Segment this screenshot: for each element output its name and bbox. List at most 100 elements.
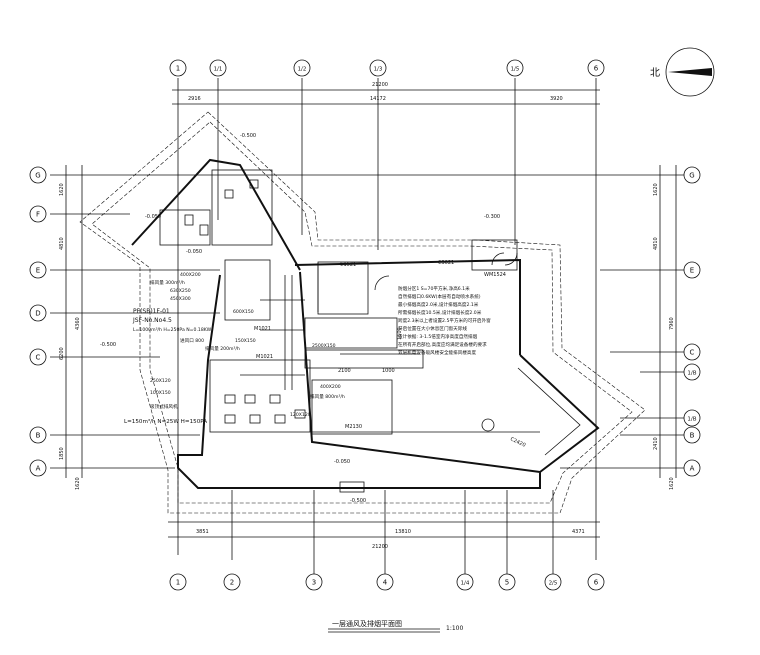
dim-right-5: 1620 [669,477,675,490]
entry-step [339,481,365,493]
dim-right-3: 7960 [669,317,675,330]
grid-bubble-label: 6 [594,65,599,73]
grid-bubble-label: 1/2 [298,67,307,73]
elev-5: -0.500 [100,342,116,348]
grid-bubble-label: E [690,267,694,275]
note-2: 自然排烟口0.6KW(本层有自动喷水系统) [398,293,481,300]
dim-bottom-total: 21200 [372,544,388,550]
site-boundary [79,111,646,514]
door-m2130: M2130 [345,424,362,430]
grid-bubble [683,363,701,381]
dim-top-total: 21200 [372,82,388,88]
grid-bubble [683,261,701,279]
dim-bottom-seg-2: 13810 [395,529,411,535]
door-m1021-b: M1021 [256,354,273,360]
window-c1521: C1521 [340,262,356,268]
dim-left-4: 6200 [59,347,65,360]
grid-bubble-label: 1/3 [374,67,383,73]
equip-a5: PF(SB)1F-01 [133,308,170,315]
equip-a19: 2500X150 [312,343,336,349]
grid-bubble [209,59,227,77]
grid-bubble-label: A [36,465,41,473]
title-block: 一层通风及排烟平面图 1:100 [328,619,463,633]
grid-bubble [683,426,701,444]
grid-bubble-label: 1/B [687,371,696,377]
grid-bubble [544,573,562,591]
grid-bubble [683,409,701,427]
room-labels: C1521 C3021 WM1524 M1021 M1021 M2130 C24… [100,133,526,504]
grid-bubble-label: C [36,354,41,362]
dim-top-seg-3: 3920 [550,96,563,102]
dim-left-1: 1620 [59,183,65,196]
elev-2: -0.050 [145,214,161,220]
equip-a14: 吸顶式排风机 [150,403,178,410]
equip-a10: 600X150 [233,309,254,315]
grid-bubble [683,459,701,477]
note-6: 开启位置在大小休息区门窗天际线 [398,325,467,332]
elev-4: -0.300 [484,214,500,220]
dim-left: 1620 4810 4360 6200 1850 1620 [59,183,81,490]
grid-bubble [29,426,47,444]
site-boundary-inner [91,121,633,504]
grid-bubble-label: G [689,172,694,180]
grid-bubble-label: 6 [594,579,599,587]
drawing-title: 一层通风及排烟平面图 [332,619,402,628]
grid-bubble [169,59,187,77]
equip-a8: 进风口 800 [180,337,204,344]
dim-top-seg-2: 14172 [370,96,386,102]
dim-right-2: 4810 [653,237,659,250]
window-c2420: C2420 [509,436,526,448]
equip-a11: 排风量 200m³/h [205,345,240,352]
grid-bubble [29,459,47,477]
grid-bubble-label: 3 [312,579,316,587]
north-arrow: 北 [650,47,715,97]
grid-bubble-label: E [36,267,40,275]
grid-bubble-label: 2 [230,579,234,587]
equip-a1: 排风量 300m³/h [150,279,185,286]
building-walls [131,158,600,493]
width-1000: 1000 [382,368,395,374]
dim-left-3: 4360 [75,317,81,330]
grid-bubble [587,59,605,77]
dim-bottom-seg-3: 4371 [572,529,585,535]
door-m1021-a: M1021 [254,326,271,332]
grid-bubble-label: F [36,211,40,219]
grid-bubble-label: B [690,432,695,440]
grid-bubble [369,59,387,77]
grid-bubble-label: 2/5 [549,581,558,587]
note-4: 所需排烟长度10.5米,设计排烟长度2.0米 [398,309,482,316]
equip-a17: 排风量 800m³/h [310,393,345,400]
equip-a18: 120X120 [290,412,311,418]
door-wm1524: WM1524 [484,272,506,278]
dim-left-2: 4810 [59,237,65,250]
grid-bubble [498,573,516,591]
note-5: 跨度2.3米以上者设置2.5平方米的可开启外窗 [398,317,491,324]
equip-a9: 150X150 [235,338,256,344]
dimension-lines [65,89,677,538]
equip-a16: 400X200 [320,384,341,390]
equip-a12: 250X120 [150,378,171,384]
dim-left-6: 1620 [75,477,81,490]
elev-3: -0.050 [186,249,202,255]
grid-bubble-label: B [36,432,41,440]
grid-bubble-label: 1 [176,65,180,73]
grid-bubble [376,573,394,591]
drawing-scale: 1:100 [446,625,463,632]
fixtures [184,179,518,432]
grid-bubble-label: G [35,172,40,180]
grid-bubble [587,573,605,591]
equip-a4: 450X300 [170,296,191,302]
window-c3021: C3021 [438,260,454,266]
grid-bubble-label: 1/5 [511,67,520,73]
dim-top-seg-1: 2916 [188,96,201,102]
grid-bubble [293,59,311,77]
grid-bubble [683,166,701,184]
grid-bubble [29,205,47,223]
equipment-labels: 排风量 300m³/h 400X200 630X250 450X300 PF(S… [124,272,345,425]
note-8: 在所有开启部位,高度应均满足设备楼的要求 [398,341,487,348]
